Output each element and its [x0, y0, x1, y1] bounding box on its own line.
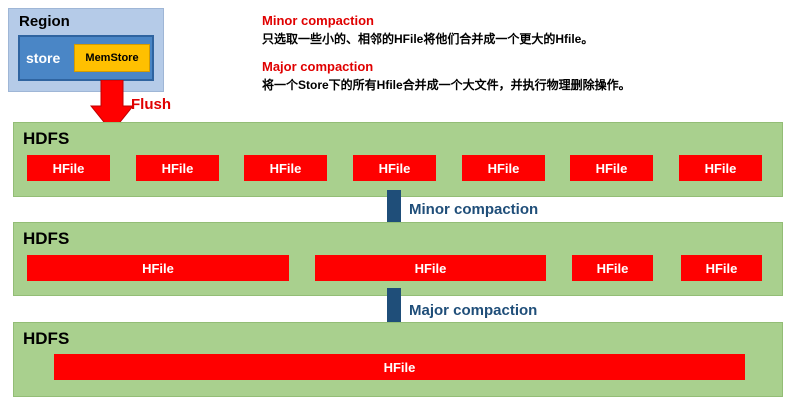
hdfs-label: HDFS: [23, 329, 70, 348]
major-compaction-desc: 将一个Store下的所有Hfile合并成一个大文件，并执行物理删除操作。: [262, 78, 631, 92]
hdfs-label: HDFS: [23, 229, 70, 248]
store-box: store MemStore: [18, 35, 154, 81]
hdfs-layer-1: HDFS HFile HFile HFile HFile HFile HFile…: [13, 122, 783, 197]
hfile-block: HFile: [572, 255, 653, 281]
region-title: Region: [19, 13, 70, 30]
hfile-block: HFile: [244, 155, 327, 181]
store-label: store: [26, 50, 61, 66]
hfile-block: HFile: [136, 155, 219, 181]
hdfs-layer-2: HDFS HFile HFile HFile HFile: [13, 222, 783, 296]
hfile-block: HFile: [681, 255, 762, 281]
major-compaction-label: Major compaction: [409, 302, 538, 319]
hfile-block: HFile: [353, 155, 436, 181]
region-box: Region store MemStore: [8, 8, 164, 92]
hdfs-label: HDFS: [23, 129, 70, 148]
hfile-block: HFile: [315, 255, 546, 281]
hfile-block: HFile: [27, 155, 110, 181]
minor-compaction-title: Minor compaction: [262, 13, 374, 28]
memstore-box: MemStore: [74, 44, 150, 72]
minor-compaction-label: Minor compaction: [409, 201, 539, 218]
flush-label: Flush: [131, 96, 171, 113]
hfile-block: HFile: [54, 354, 745, 380]
flush-arrow-icon: [90, 80, 134, 133]
hfile-block: HFile: [27, 255, 289, 281]
hdfs-layer-3: HDFS HFile: [13, 322, 783, 397]
hfile-block: HFile: [462, 155, 545, 181]
hfile-block: HFile: [570, 155, 653, 181]
minor-compaction-desc: 只选取一些小的、相邻的HFile将他们合并成一个更大的Hfile。: [262, 32, 594, 46]
hfile-block: HFile: [679, 155, 762, 181]
major-compaction-title: Major compaction: [262, 59, 374, 74]
